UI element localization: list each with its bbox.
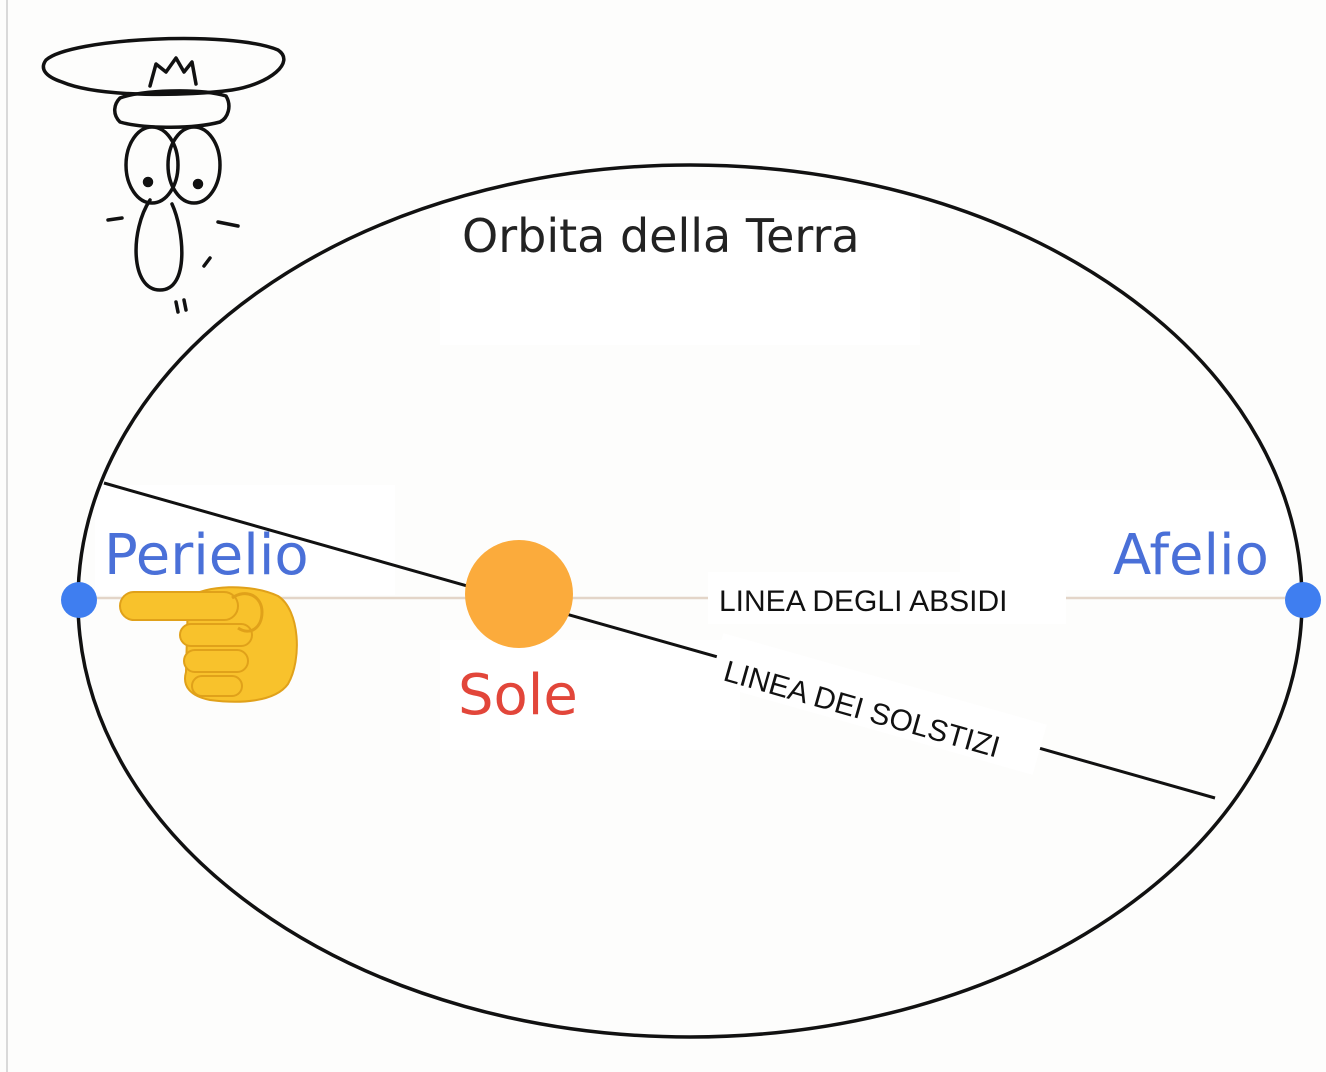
sun xyxy=(465,540,573,648)
left-border xyxy=(6,0,8,1072)
solstices-label-backdrop xyxy=(709,633,1047,775)
title-backdrop xyxy=(440,200,920,345)
sun-label: Sole xyxy=(458,663,578,728)
apsides-line-label: LINEA DEGLI ABSIDI xyxy=(719,585,1007,618)
perihelion-label: Perielio xyxy=(104,523,309,588)
aphelion-point xyxy=(1285,582,1321,618)
perihelion-backdrop xyxy=(95,485,395,595)
apsides-label-backdrop xyxy=(708,572,1066,624)
pointing-hand-icon xyxy=(119,586,298,703)
aphelion-label: Afelio xyxy=(1113,523,1269,588)
perihelion-point xyxy=(61,582,97,618)
orbit-title: Orbita della Terra xyxy=(462,209,860,263)
character-doodle-icon xyxy=(41,36,286,314)
sun-backdrop xyxy=(440,640,740,750)
